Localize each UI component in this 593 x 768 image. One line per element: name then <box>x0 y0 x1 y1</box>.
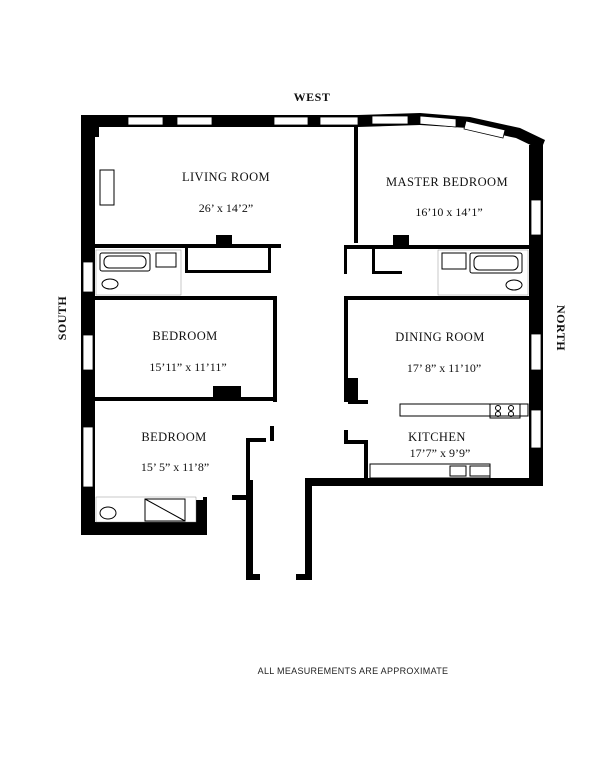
compass-west-label: WEST <box>294 90 331 104</box>
interior-walls <box>95 125 529 535</box>
compass-south-label: SOUTH <box>55 296 69 341</box>
room-dimensions: 17’ 8” x 11’10” <box>407 361 481 375</box>
compass-north-label: NORTH <box>554 305 568 351</box>
room-name: BEDROOM <box>141 430 206 444</box>
windows <box>82 115 542 488</box>
fireplace <box>99 169 115 206</box>
bathroom-left <box>95 249 182 296</box>
room-dimensions: 26’ x 14’2” <box>199 201 253 215</box>
room-master-bedroom: MASTER BEDROOM 16’10 x 14’1” <box>386 175 508 219</box>
room-bedroom-2: BEDROOM 15’ 5” x 11’8” <box>141 430 209 474</box>
bathroom-right <box>437 249 529 296</box>
room-dimensions: 16’10 x 14’1” <box>415 205 482 219</box>
room-dimensions: 17’7” x 9’9” <box>410 446 471 460</box>
room-living-room: LIVING ROOM 26’ x 14’2” <box>182 170 270 215</box>
room-dimensions: 15’ 5” x 11’8” <box>141 460 209 474</box>
room-dining-room: DINING ROOM 17’ 8” x 11’10” <box>395 330 484 375</box>
room-dimensions: 15’11” x 11’11” <box>149 360 226 374</box>
kitchen-counters <box>369 403 529 479</box>
room-name: MASTER BEDROOM <box>386 175 508 189</box>
room-kitchen: KITCHEN 17’7” x 9’9” <box>408 430 470 460</box>
room-name: LIVING ROOM <box>182 170 270 184</box>
room-bedroom-1: BEDROOM 15’11” x 11’11” <box>149 329 226 374</box>
room-name: BEDROOM <box>152 329 217 343</box>
room-name: DINING ROOM <box>395 330 484 344</box>
measurements-note: ALL MEASUREMENTS ARE APPROXIMATE <box>258 666 449 676</box>
bathroom-bottom-left <box>95 496 197 523</box>
room-name: KITCHEN <box>408 430 466 444</box>
